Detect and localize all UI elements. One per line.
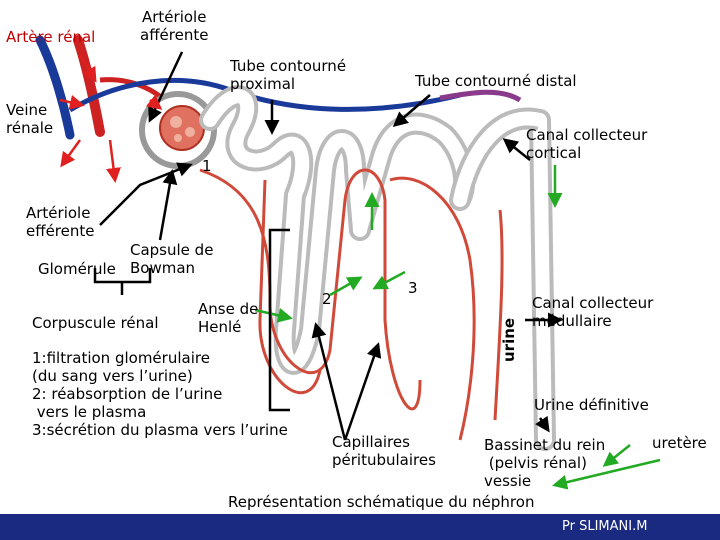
label-corpuscule: Corpuscule rénal bbox=[32, 314, 159, 332]
label-bassinet: Bassinet du rein (pelvis rénal) vessie bbox=[484, 436, 606, 490]
peritubular-capillary bbox=[199, 168, 422, 411]
red-arrow-4 bbox=[106, 139, 121, 183]
venous-vessel-tail bbox=[439, 89, 522, 103]
bracket-corpuscule bbox=[93, 268, 152, 295]
label-capsule-bowman: Capsule de Bowman bbox=[130, 241, 214, 277]
bracket-legend bbox=[268, 228, 290, 412]
label-num-3: 3 bbox=[408, 279, 418, 297]
red-arrow-3 bbox=[60, 139, 82, 168]
footer-bar: Pr SLIMANI.M bbox=[0, 514, 720, 540]
label-capillaires: Capillaires péritubulaires bbox=[332, 433, 436, 469]
green-arrow-3 bbox=[329, 276, 363, 297]
label-anse-henle: Anse de Henlé bbox=[198, 300, 259, 336]
arrow-distal bbox=[392, 94, 431, 127]
label-urine-definitive: Urine définitive bbox=[534, 396, 649, 414]
green-arrow-7 bbox=[552, 458, 661, 490]
label-uretere: uretère bbox=[652, 434, 707, 452]
glomerulus bbox=[159, 105, 205, 151]
arrow-cortical bbox=[502, 138, 531, 161]
label-arteriole-efferente: Artériole efférente bbox=[26, 204, 95, 240]
label-glomerule: Glomérule bbox=[38, 260, 116, 278]
green-arrow-4 bbox=[372, 270, 406, 290]
red-arrow-1 bbox=[78, 54, 97, 83]
caption: Représentation schématique du néphron bbox=[228, 493, 535, 511]
label-tube-distal: Tube contourné distal bbox=[415, 72, 577, 90]
renal-vein bbox=[35, 35, 75, 140]
label-num-2: 2 bbox=[322, 290, 332, 308]
label-canal-cortical: Canal collecteur cortical bbox=[526, 126, 648, 162]
label-num-1: 1 bbox=[202, 157, 212, 175]
green-arrow-6 bbox=[602, 444, 631, 467]
label-arteriole-afferente: Artériole afférente bbox=[140, 8, 209, 44]
arrow-urine-def bbox=[535, 415, 550, 433]
label-artere-renale: Artère rénal bbox=[6, 28, 96, 46]
label-urine: urine bbox=[500, 317, 518, 362]
red-arrow-2 bbox=[59, 95, 85, 110]
red-arrow-5 bbox=[145, 94, 163, 110]
label-tube-proximal: Tube contourné proximal bbox=[230, 57, 347, 93]
footer-author: Pr SLIMANI.M bbox=[562, 519, 648, 534]
label-veine-renale: Veine rénale bbox=[6, 101, 54, 137]
arrow-capillaires2 bbox=[343, 342, 382, 441]
arrow-capsule bbox=[158, 169, 178, 241]
arrow-capillaires bbox=[311, 322, 347, 441]
page-number: 137 bbox=[656, 480, 679, 494]
renal-artery bbox=[73, 35, 105, 137]
label-canal-medullaire: Canal collecteur médullaire bbox=[532, 294, 654, 330]
legend-text: 1:filtration glomérulaire (du sang vers … bbox=[32, 349, 288, 439]
green-arrow-2 bbox=[254, 308, 293, 323]
